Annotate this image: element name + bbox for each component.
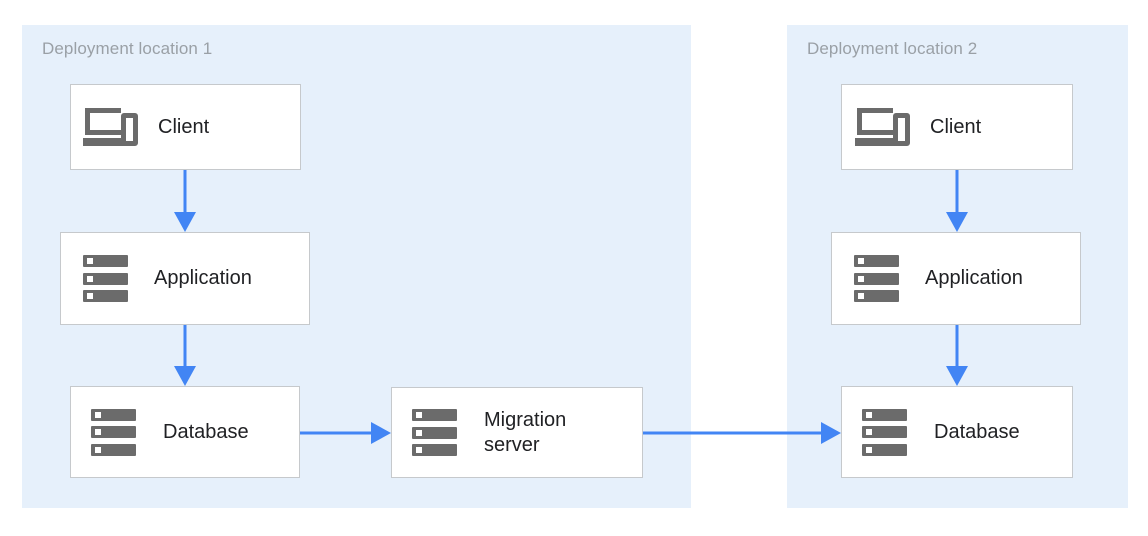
node-database-2-label: Database bbox=[934, 420, 1020, 443]
node-database-1[interactable]: Database bbox=[70, 386, 300, 478]
deployment-zone-1-label: Deployment location 1 bbox=[42, 39, 213, 58]
client-devices-icon bbox=[83, 102, 139, 152]
server-icon bbox=[91, 408, 136, 456]
node-database-2[interactable]: Database bbox=[841, 386, 1073, 478]
server-icon bbox=[412, 409, 457, 456]
node-client-1-label: Client bbox=[158, 115, 210, 138]
node-database-1-label: Database bbox=[163, 420, 249, 443]
node-migration-server-label: Migration server bbox=[484, 408, 567, 456]
node-application-1[interactable]: Application bbox=[60, 232, 310, 325]
node-client-1[interactable]: Client bbox=[70, 84, 301, 170]
node-client-2[interactable]: Client bbox=[841, 84, 1073, 170]
server-icon bbox=[862, 408, 907, 456]
server-icon bbox=[854, 255, 899, 302]
server-icon bbox=[83, 255, 128, 302]
node-application-2-label: Application bbox=[925, 267, 1023, 289]
node-migration-server[interactable]: Migration server bbox=[391, 387, 643, 478]
node-client-2-label: Client bbox=[930, 115, 982, 138]
client-devices-icon bbox=[855, 102, 911, 152]
node-application-2[interactable]: Application bbox=[831, 232, 1081, 325]
deployment-zone-2-label: Deployment location 2 bbox=[807, 39, 978, 58]
node-application-1-label: Application bbox=[154, 267, 252, 289]
